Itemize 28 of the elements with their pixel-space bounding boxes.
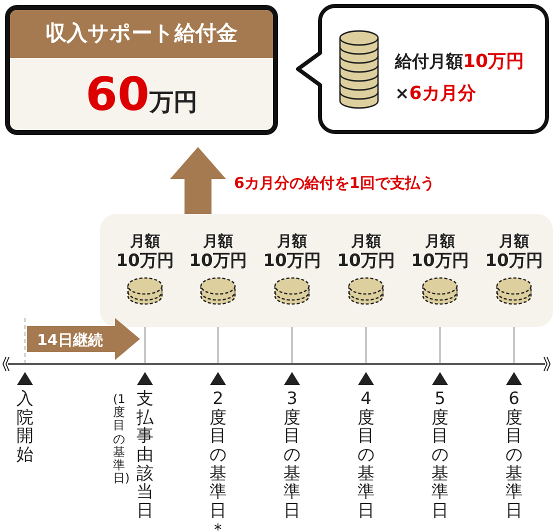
monthly-amount: 10万円 [116,250,174,272]
payout-arrow [170,147,226,214]
card-title: 収入サポート給付金 [46,20,238,48]
benefit-text: ×6カ月分 [395,82,477,106]
timeline-label: 支払事由該当日 [136,390,154,521]
benefit-card [5,5,278,135]
monthly-amount: 10万円 [485,250,543,272]
monthly-amount: 月額 [425,232,455,251]
timeline-label: 2度目の基準日＊ [210,390,226,532]
payment-panel [100,214,553,327]
edge-label: 6カ月分の給付を1回で支払う [234,173,435,194]
amount-text: 60万円 [85,66,198,122]
duration-text: 14日継続 [37,330,103,351]
monthly-amount: 月額 [351,232,381,251]
timeline-label: 6度目の基準日 [506,390,522,521]
benefit-text: 給付月額10万円 [395,50,524,74]
timeline-label: 5度目の基準日 [432,390,448,521]
timeline-label: 3度目の基準日 [284,390,300,521]
monthly-amount: 月額 [277,232,307,251]
timeline-label: 入院開始 [16,390,34,465]
monthly-amount: 10万円 [337,250,395,272]
monthly-amount: 月額 [203,232,233,251]
monthly-amount: 月額 [130,232,160,251]
timeline-label: 4度目の基準日 [358,390,374,521]
monthly-amount: 月額 [499,232,529,251]
monthly-amount: 10万円 [263,250,321,272]
monthly-amount: 10万円 [189,250,247,272]
monthly-amount: 10万円 [411,250,469,272]
